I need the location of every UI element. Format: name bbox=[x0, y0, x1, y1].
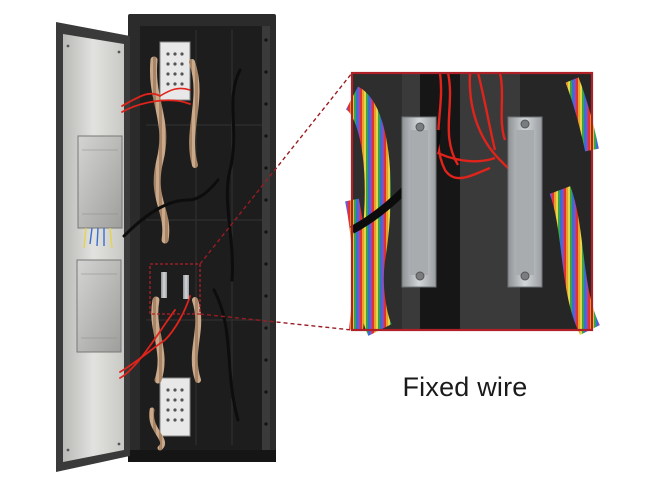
power-supply-upper bbox=[77, 135, 123, 229]
cabinet-interior bbox=[140, 26, 268, 450]
cabinet-door bbox=[56, 22, 130, 472]
wire-bracket-right-small bbox=[183, 275, 189, 299]
wire-bracket-right bbox=[507, 116, 543, 288]
wire-bracket-left bbox=[401, 116, 437, 288]
cabinet-right-rail bbox=[262, 26, 270, 450]
cabinet-base bbox=[128, 450, 276, 462]
hub-board-bottom bbox=[159, 377, 191, 437]
zoom-callout-lines bbox=[199, 72, 353, 331]
highlight-box bbox=[149, 263, 201, 315]
caption-text: Fixed wire bbox=[402, 372, 528, 402]
hub-board-top bbox=[159, 41, 191, 101]
power-supply-lower bbox=[76, 259, 122, 353]
cabinet bbox=[128, 14, 276, 462]
wire-bracket-left-small bbox=[161, 272, 167, 298]
cabinet-wiring bbox=[119, 56, 242, 451]
zoom-inset bbox=[344, 71, 601, 336]
